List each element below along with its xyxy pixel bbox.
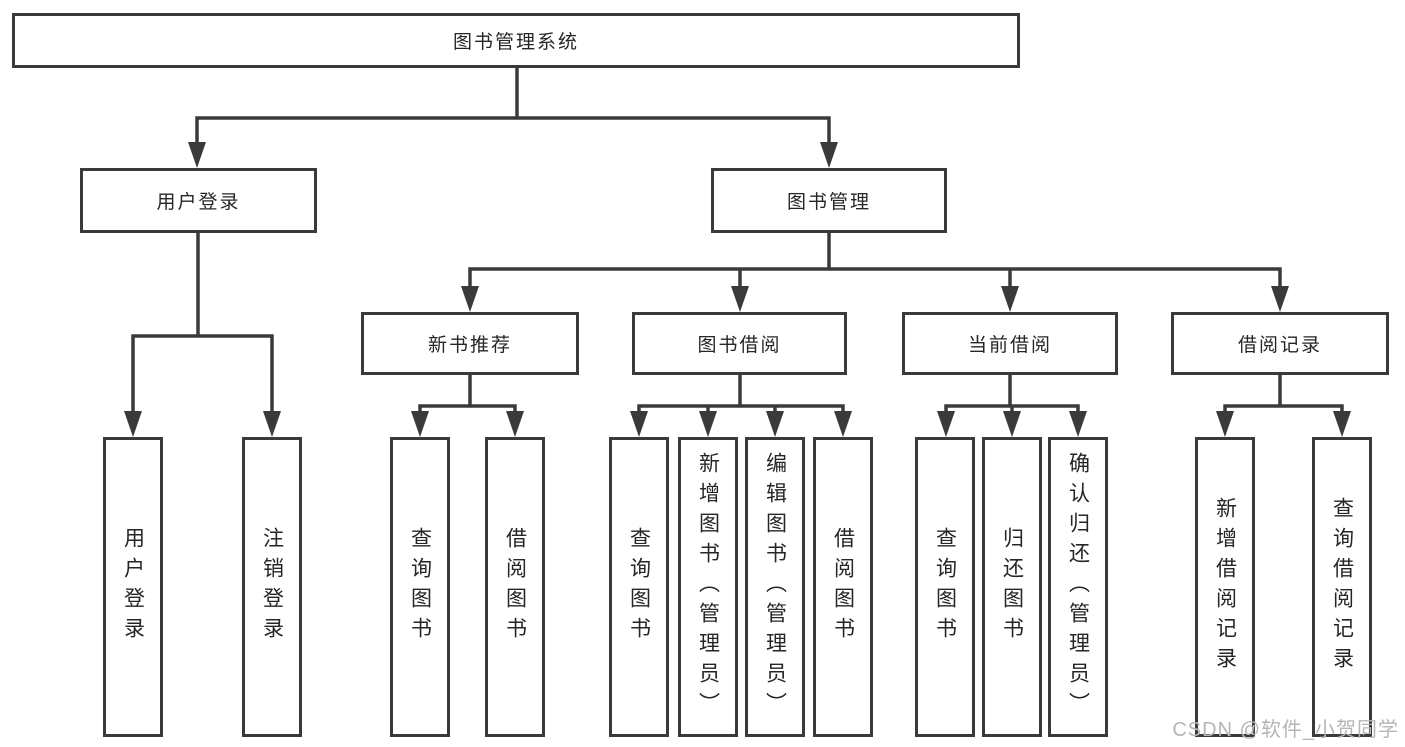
node-system-root: 图书管理系统: [12, 13, 1020, 68]
leaf-query-books-current: 查询图书: [915, 437, 975, 737]
node-book-borrowing: 图书借阅: [632, 312, 847, 375]
leaf-logout: 注销登录: [242, 437, 302, 737]
leaf-query-books-borrowing: 查询图书: [609, 437, 669, 737]
csdn-watermark: CSDN @软件_小贺同学: [1172, 719, 1399, 741]
leaf-query-borrow-record: 查询借阅记录: [1312, 437, 1372, 737]
leaf-user-login: 用户登录: [103, 437, 163, 737]
leaf-query-books-recommend: 查询图书: [390, 437, 450, 737]
node-borrowing-records: 借阅记录: [1171, 312, 1389, 375]
leaf-return-book: 归还图书: [982, 437, 1042, 737]
node-current-borrowing: 当前借阅: [902, 312, 1118, 375]
node-new-book-recommend: 新书推荐: [361, 312, 579, 375]
node-book-management: 图书管理: [711, 168, 947, 233]
leaf-add-book-admin: 新增图书（管理员）: [678, 437, 738, 737]
leaf-edit-book-admin: 编辑图书（管理员）: [745, 437, 805, 737]
leaf-confirm-return-admin: 确认归还（管理员）: [1048, 437, 1108, 737]
node-user-login: 用户登录: [80, 168, 317, 233]
leaf-add-borrow-record: 新增借阅记录: [1195, 437, 1255, 737]
leaf-borrow-books-recommend: 借阅图书: [485, 437, 545, 737]
leaf-borrow-books-borrowing: 借阅图书: [813, 437, 873, 737]
